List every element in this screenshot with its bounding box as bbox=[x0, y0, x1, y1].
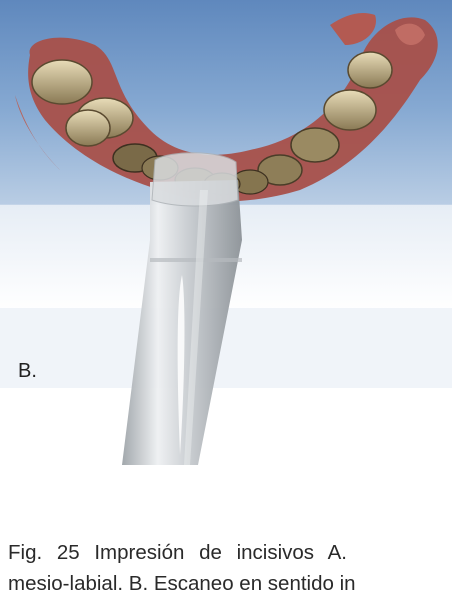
caption-line-1: Fig. 25 Impresión de incisivos A. bbox=[8, 537, 452, 568]
dental-scan-figure bbox=[0, 0, 452, 470]
caption-line-2: mesio-labial. B. Escaneo en sentido in bbox=[8, 568, 452, 599]
panel-label-b: B. bbox=[18, 360, 37, 383]
dental-scan-icon bbox=[0, 0, 452, 470]
figure-caption: Fig. 25 Impresión de incisivos A. mesio-… bbox=[8, 537, 452, 599]
